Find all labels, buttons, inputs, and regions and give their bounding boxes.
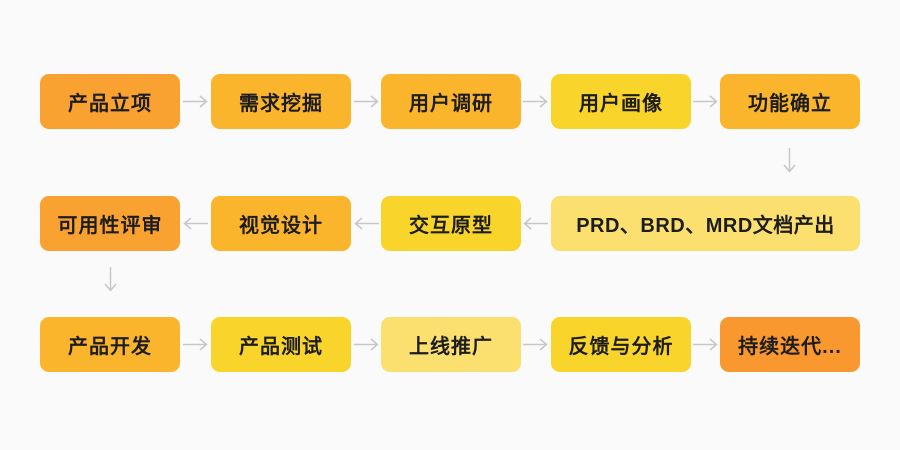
arrow-right-icon (354, 95, 379, 108)
flow-step-visual-design: 视觉设计 (211, 196, 351, 251)
arrow-left-icon (354, 217, 379, 230)
arrow-down-icon (783, 148, 796, 173)
arrow-right-icon (354, 338, 379, 351)
arrow-right-icon (523, 95, 548, 108)
flow-step-user-research: 用户调研 (381, 74, 521, 129)
arrow-right-icon (523, 338, 548, 351)
flow-step-product-development: 产品开发 (40, 317, 180, 372)
arrow-right-icon (183, 338, 208, 351)
arrow-right-icon (693, 338, 718, 351)
arrow-left-icon (183, 217, 208, 230)
flow-step-usability-review: 可用性评审 (40, 196, 180, 251)
flow-step-interaction-prototype: 交互原型 (381, 196, 521, 251)
arrow-right-icon (693, 95, 718, 108)
arrow-down-icon (104, 267, 117, 292)
flow-step-product-testing: 产品测试 (211, 317, 351, 372)
arrow-left-icon (523, 217, 548, 230)
flow-step-product-initiation: 产品立项 (40, 74, 180, 129)
arrow-right-icon (183, 95, 208, 108)
flow-step-continuous-iteration: 持续迭代... (720, 317, 860, 372)
flow-step-feedback-analysis: 反馈与分析 (551, 317, 691, 372)
flow-step-feature-definition: 功能确立 (720, 74, 860, 129)
flow-step-prd-brd-mrd-docs: PRD、BRD、MRD文档产出 (551, 196, 860, 251)
flow-step-launch-promotion: 上线推广 (381, 317, 521, 372)
flow-step-requirement-mining: 需求挖掘 (211, 74, 351, 129)
flow-step-user-persona: 用户画像 (551, 74, 691, 129)
